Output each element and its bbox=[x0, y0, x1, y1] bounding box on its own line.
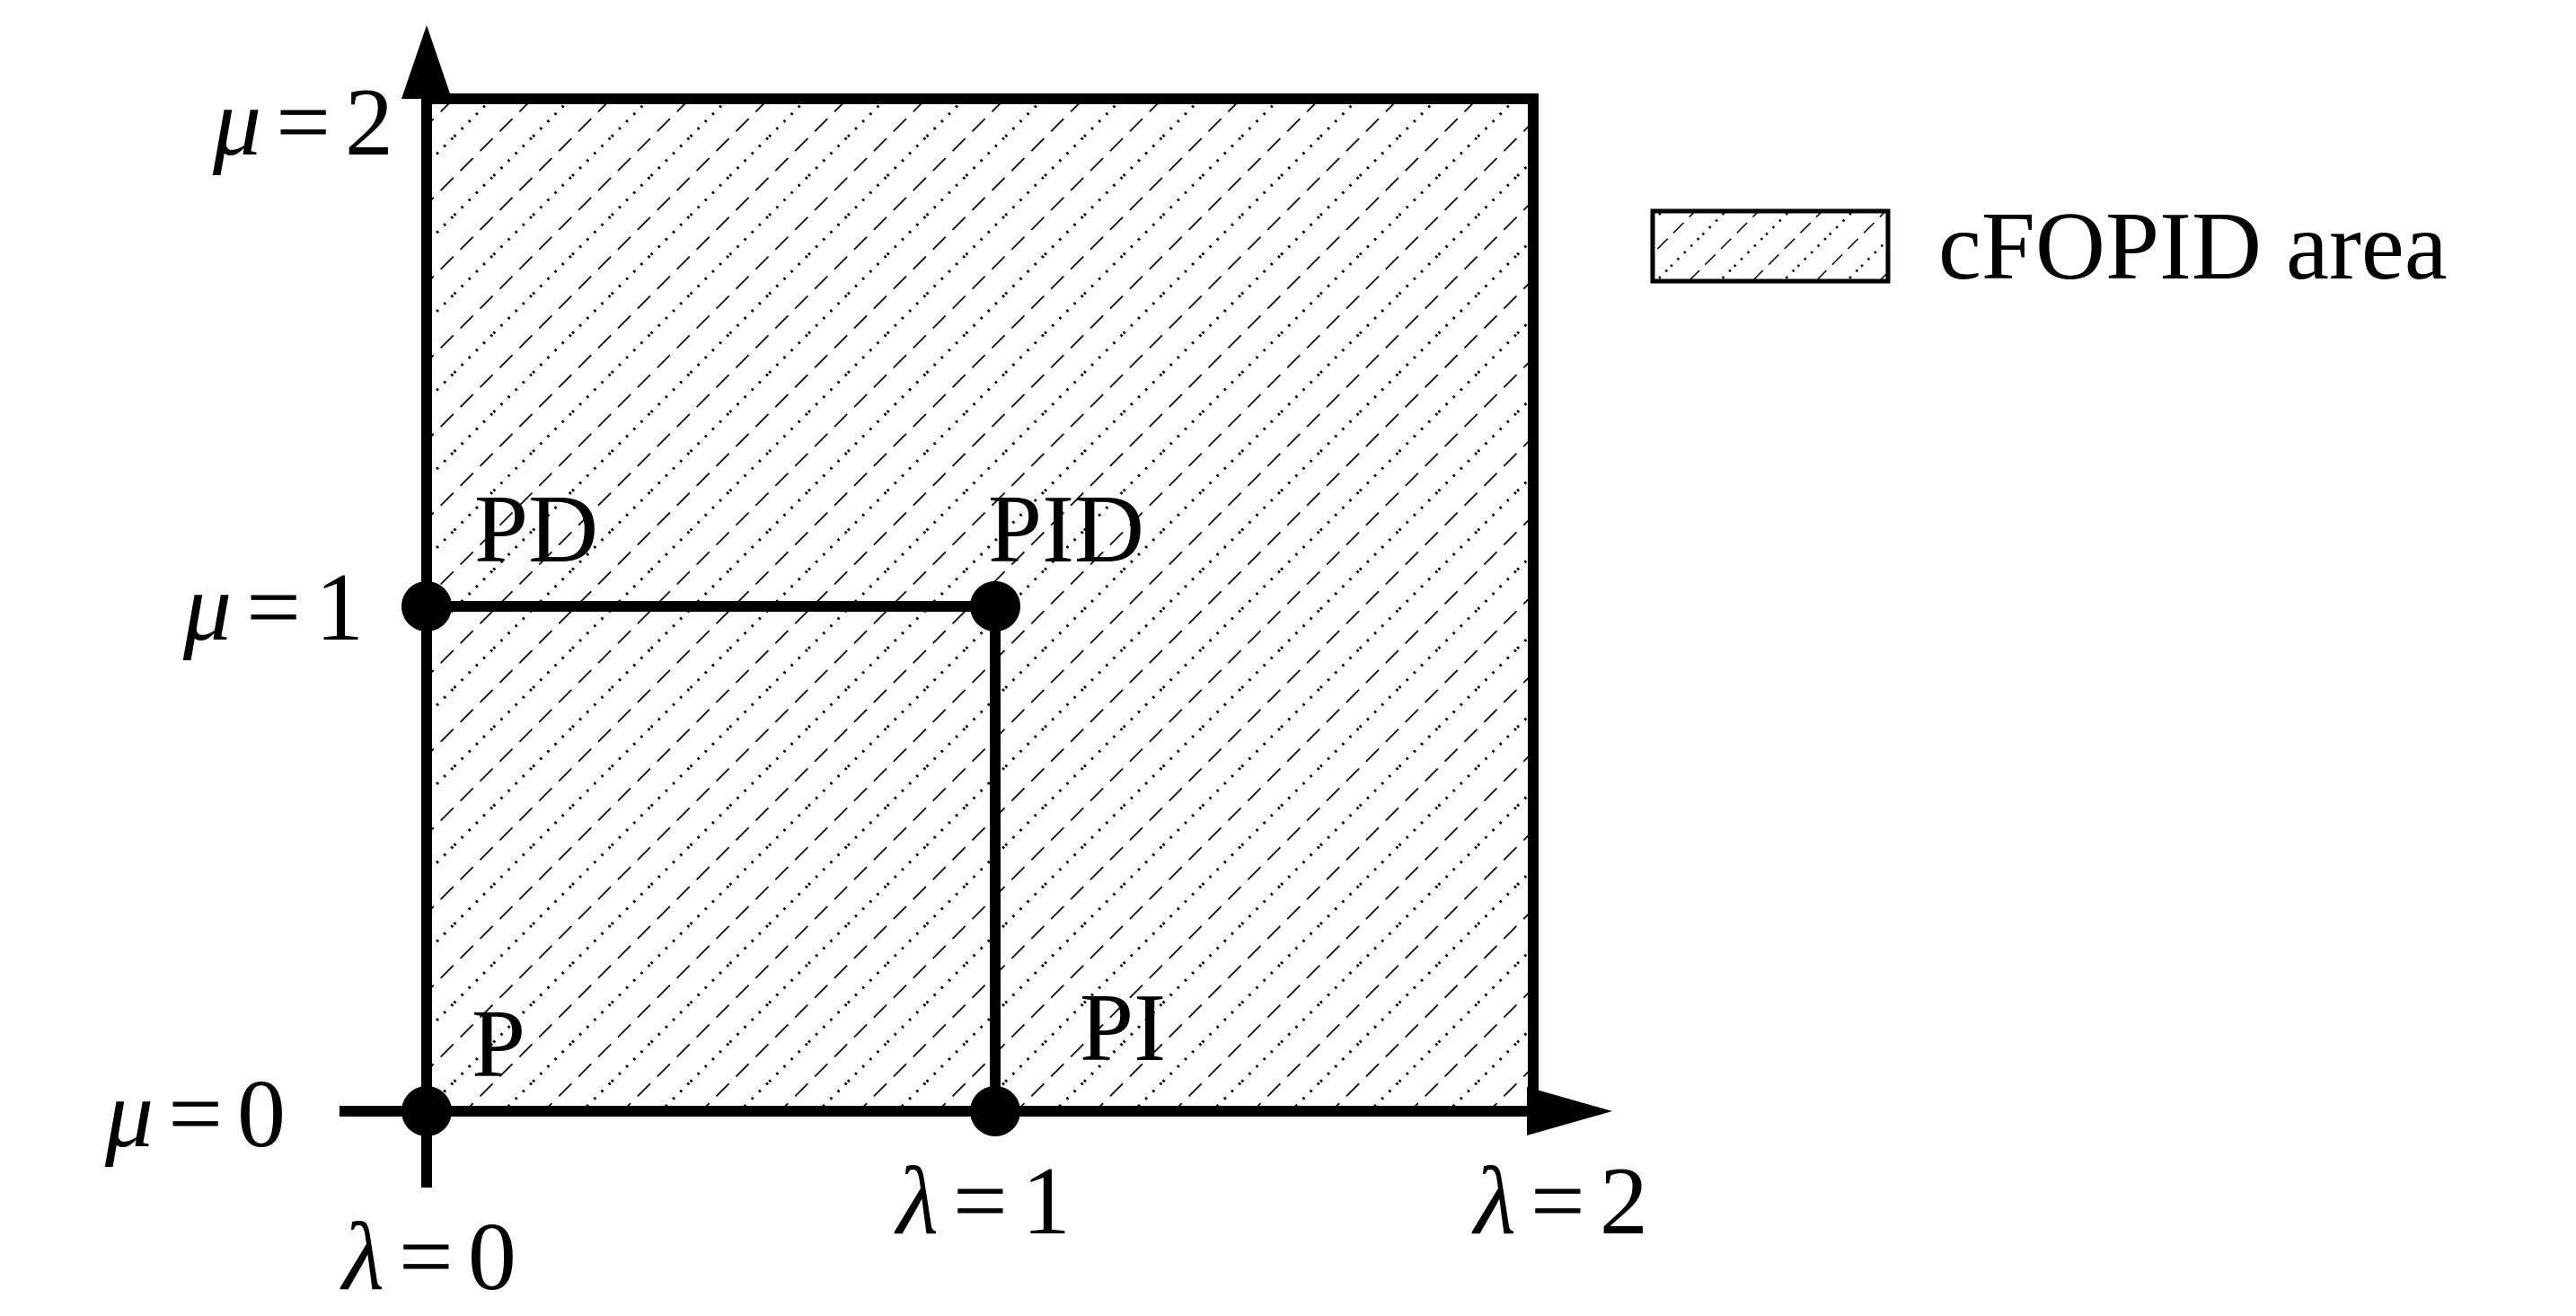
point-pi bbox=[970, 1086, 1020, 1136]
label-pd: PD bbox=[474, 476, 598, 583]
label-pid: PID bbox=[988, 476, 1144, 583]
legend-label: cFOPID area bbox=[1938, 193, 2448, 300]
point-p bbox=[401, 1086, 452, 1136]
mu-axis-arrow bbox=[401, 25, 452, 99]
controller-points bbox=[401, 581, 1020, 1136]
lambda-axis-arrow bbox=[1527, 1087, 1612, 1135]
label-p: P bbox=[472, 991, 525, 1098]
x-tick-lambda-1: λ=1 bbox=[894, 1148, 1071, 1255]
x-tick-lambda-2: λ=2 bbox=[1471, 1148, 1648, 1255]
x-tick-lambda-0: λ=0 bbox=[340, 1204, 516, 1311]
point-pd bbox=[401, 581, 452, 632]
point-pid bbox=[970, 581, 1020, 632]
y-tick-mu-1: μ=1 bbox=[182, 554, 364, 661]
label-pi: PI bbox=[1080, 975, 1166, 1082]
legend-swatch bbox=[1650, 208, 1891, 284]
y-tick-mu-2: μ=2 bbox=[212, 69, 393, 176]
y-tick-mu-0: μ=0 bbox=[104, 1061, 286, 1168]
legend: cFOPID area bbox=[1650, 193, 2448, 300]
